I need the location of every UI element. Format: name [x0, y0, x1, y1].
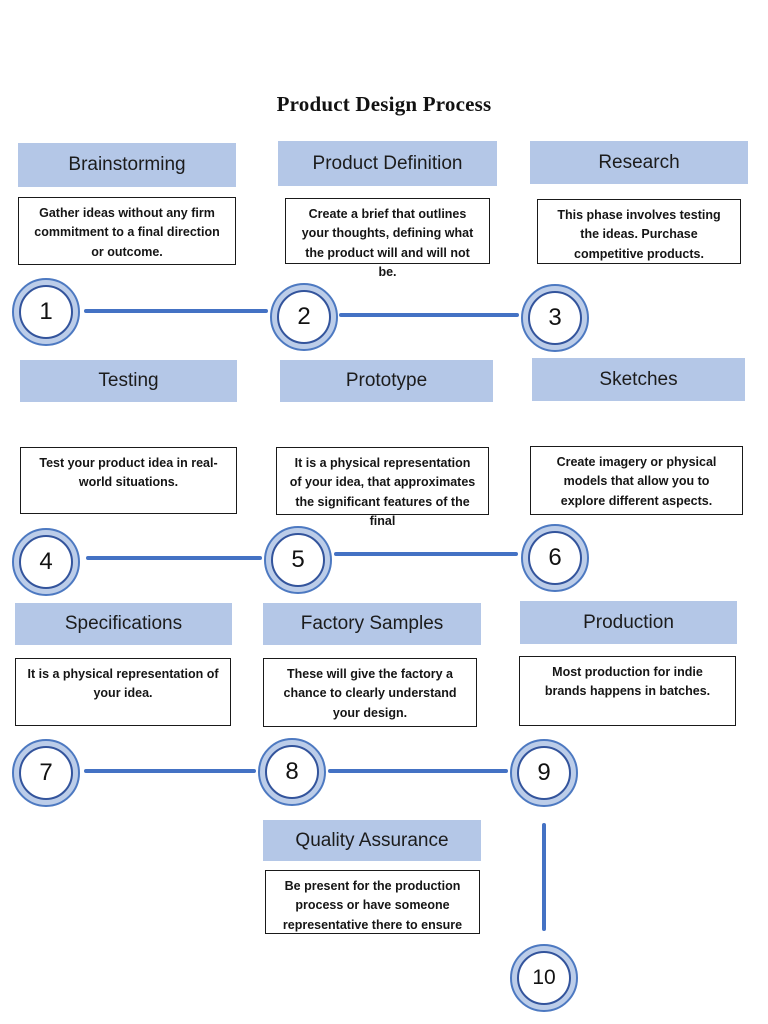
phase-description-specifications: It is a physical representation of your … — [15, 658, 231, 726]
phase-description-testing: Test your product idea in real-world sit… — [20, 447, 237, 514]
step-number-10: 10 — [517, 951, 571, 1005]
phase-header-testing: Testing — [20, 360, 237, 402]
connector-7-8 — [84, 769, 256, 773]
phase-description-brainstorming: Gather ideas without any firm commitment… — [18, 197, 236, 265]
step-circle-7: 7 — [12, 739, 80, 807]
phase-description-prototype: It is a physical representation of your … — [276, 447, 489, 528]
connector-5-6 — [334, 552, 518, 556]
phase-description-research: This phase involves testing the ideas. P… — [537, 199, 741, 264]
connector-8-9 — [328, 769, 508, 773]
phase-header-factory-samples: Factory Samples — [263, 603, 481, 645]
phase-header-brainstorming: Brainstorming — [18, 143, 236, 187]
step-number-9: 9 — [517, 746, 571, 800]
phase-header-production: Production — [520, 601, 737, 644]
phase-header-research: Research — [530, 141, 748, 184]
step-number-1: 1 — [19, 285, 73, 339]
phase-header-specifications: Specifications — [15, 603, 232, 645]
step-circle-2: 2 — [270, 283, 338, 351]
phase-description-quality-assurance: Be present for the production process or… — [265, 870, 480, 934]
step-number-6: 6 — [528, 531, 582, 585]
step-circle-3: 3 — [521, 284, 589, 352]
phase-header-quality-assurance: Quality Assurance — [263, 820, 481, 861]
step-circle-9: 9 — [510, 739, 578, 807]
step-number-3: 3 — [528, 291, 582, 345]
step-circle-4: 4 — [12, 528, 80, 596]
step-circle-8: 8 — [258, 738, 326, 806]
step-number-7: 7 — [19, 746, 73, 800]
step-circle-6: 6 — [521, 524, 589, 592]
phase-header-product-definition: Product Definition — [278, 141, 497, 186]
phase-description-product-definition: Create a brief that outlines your though… — [285, 198, 490, 279]
step-circle-5: 5 — [264, 526, 332, 594]
step-circle-10: 10 — [510, 944, 578, 1012]
connector-4-5 — [86, 556, 262, 560]
phase-header-prototype: Prototype — [280, 360, 493, 402]
step-circle-1: 1 — [12, 278, 80, 346]
page-title: Product Design Process — [276, 92, 492, 116]
step-number-2: 2 — [277, 290, 331, 344]
step-number-5: 5 — [271, 533, 325, 587]
phase-header-sketches: Sketches — [532, 358, 745, 401]
phase-description-factory-samples: These will give the factory a chance to … — [263, 658, 477, 727]
connector-1-2 — [84, 309, 268, 313]
phase-description-sketches: Create imagery or physical models that a… — [530, 446, 743, 515]
phase-description-production: Most production for indie brands happens… — [519, 656, 736, 726]
connector-2-3 — [339, 313, 519, 317]
step-number-4: 4 — [19, 535, 73, 589]
connector-9-10 — [542, 823, 546, 931]
step-number-8: 8 — [265, 745, 319, 799]
